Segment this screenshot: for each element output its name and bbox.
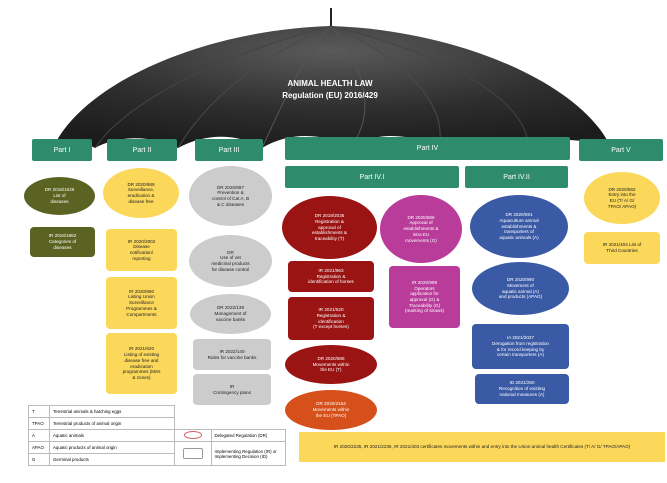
ir-2022-140-vaccine-bank-rules: IR 2022/140 Rules for vaccine banks — [193, 339, 271, 370]
part-v-header: Part V — [579, 139, 663, 161]
dr-2020-689-surveillance: DR 2020/689 Surveillance, eradication & … — [103, 168, 179, 218]
dr-2020-692-entry-into-eu: DR 2020/692 Entry into the EU (T/ A/ G/ … — [584, 172, 660, 224]
legend-ir-label: Implementing Regulation (IR) or Implemen… — [210, 441, 286, 466]
ellipse-shape-icon — [183, 431, 202, 439]
legend-desc: Aquatic animals — [49, 429, 175, 442]
legend-dr-symbol — [174, 429, 212, 442]
legend-row: A Aquatic animals Delegated Regulation (… — [28, 429, 286, 442]
umbrella-shape — [52, 26, 612, 150]
part-ii-header: Part II — [107, 139, 177, 161]
title-line2: Regulation (EU) 2016/429 — [282, 91, 378, 100]
ir-2020-2002-disease-notification: IR 2020/2002 Disease notification/ repor… — [106, 229, 177, 271]
ir-2020-690-union-surveillance: IR 2020/690 Listing Union Surveillance P… — [106, 277, 177, 329]
legend-code: T — [28, 405, 50, 418]
legend-row: G Germinal products — [28, 453, 286, 466]
part-i-header: Part I — [32, 139, 92, 161]
ir-2021-520-identification: IR 2021/520 Registration & identificatio… — [288, 297, 374, 340]
ir-2018-1882-categories-of-diseases: IR 2018/1882 Categories of diseases — [30, 227, 95, 257]
legend-ir-symbol — [174, 441, 212, 466]
dr-2018-1629-list-of-diseases: DR 2018/1629 List of diseases — [24, 177, 95, 215]
dr-2020-990-aquatic-movement: DR 2020/990 Movement of aquatic animal (… — [472, 262, 569, 315]
dr-vet-medicinal-products: DR Use of vet medicinal products for dis… — [189, 235, 272, 287]
legend-desc: Terrestrial animals & hatching eggs — [49, 405, 175, 418]
part-iv-ii-header: Part IV.II — [465, 166, 568, 188]
legend-row: APAO Aquatic products of animal origin I… — [28, 441, 286, 466]
legend-code: TPAO — [28, 417, 50, 430]
dr-2020-686-germinal-products: DR 2020/686 Approval of establishments &… — [380, 195, 462, 263]
legend-dr-label: Delegated Regulation (DR) — [210, 429, 286, 442]
dr-2020-687-prevention-control: DR 2020/687 Prevention & control of Cat … — [189, 166, 272, 226]
legend-code: G — [28, 453, 50, 466]
dr-2020-691-aquaculture: DR 2020/691 Aquaculture animal establish… — [470, 195, 568, 258]
part-iii-header: Part III — [195, 139, 263, 161]
legend-row: TPAO Terrestrial products of animal orig… — [28, 417, 286, 430]
diagram-title: ANIMAL HEALTH LAW Regulation (EU) 2016/4… — [250, 78, 410, 102]
legend-code: APAO — [28, 441, 50, 454]
legend-code: A — [28, 429, 50, 442]
legend-desc: Germinal products — [49, 453, 175, 466]
ir-2021-963-horses: IR 2021/963 Registration & identificatio… — [288, 261, 374, 292]
dr-2019-2035-registration-approval: DR 2019/2035 Registration & approval of … — [282, 196, 377, 259]
ia-2021-2037-derogation: IA 2021/2037 Derogation from registratio… — [472, 324, 569, 369]
ir-2021-404-third-countries: IR 2021/404 List of Third Countries — [584, 232, 660, 264]
part-iv-i-header: Part IV.I — [285, 166, 459, 188]
ir-2021-620-disease-free-listing: IR 2021/620 Listing of existing disease … — [106, 333, 177, 394]
id-2021-260-national-measures: ID 2021/260 Recognition of existing nati… — [475, 374, 569, 404]
ir-2020-999-operators-application: IR 2020/999 Operators application for ap… — [389, 266, 460, 328]
title-line1: ANIMAL HEALTH LAW — [287, 79, 373, 88]
legend-row: T Terrestrial animals & hatching eggs — [28, 405, 286, 418]
legend-desc: Aquatic products of animal origin — [49, 441, 175, 454]
ir-contingency-plans: IR Contingency plans — [193, 374, 271, 405]
dr-2020-2154-movements-tpao: DR 2020/2154 Movements within the EU (TP… — [285, 390, 377, 430]
dr-2022-139-vaccine-banks: DR 2022/139 Management of vaccine banks — [190, 294, 271, 334]
dr-2020-688-movements-t: DR 2020/688 Movements within the EU (T) — [285, 345, 377, 384]
legend-table: T Terrestrial animals & hatching eggs TP… — [28, 405, 286, 466]
part-iv-header: Part IV — [285, 137, 570, 160]
legend-desc: Terrestrial products of animal origin — [49, 417, 175, 430]
rectangle-shape-icon — [182, 447, 203, 459]
certificates-banner: IR 2020/2235, IR 2021/2236, IR 2021/403 … — [299, 432, 665, 462]
